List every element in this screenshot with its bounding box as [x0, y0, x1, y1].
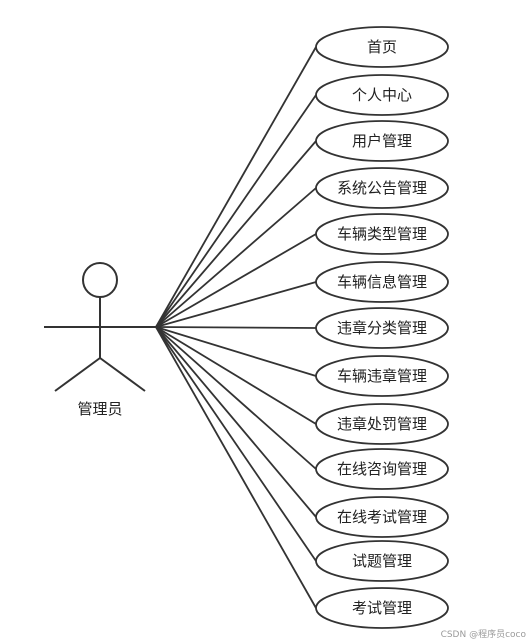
actor-right-leg — [99, 357, 146, 392]
association-line — [155, 140, 317, 328]
use-case-ellipse — [315, 26, 449, 68]
use-case: 车辆违章管理 — [315, 355, 449, 397]
use-case-ellipse — [315, 307, 449, 349]
association-line — [155, 46, 317, 328]
association-line — [155, 233, 317, 328]
use-case-ellipse — [315, 167, 449, 209]
use-case-label: 在线考试管理 — [337, 508, 427, 526]
use-case-ellipse — [315, 120, 449, 162]
use-case-ellipse — [315, 448, 449, 490]
actor-label: 管理员 — [77, 400, 122, 418]
use-case-ellipse — [315, 213, 449, 255]
use-case: 车辆信息管理 — [315, 261, 449, 303]
use-case-ellipse — [315, 74, 449, 116]
use-case-ellipse — [315, 587, 449, 629]
association-line — [155, 187, 317, 328]
watermark: CSDN @程序员coco — [440, 630, 526, 640]
use-case-label: 车辆信息管理 — [337, 273, 427, 291]
association-line — [155, 94, 317, 328]
use-case-label: 车辆类型管理 — [337, 225, 427, 243]
actor-head — [82, 262, 118, 298]
use-case: 在线考试管理 — [315, 496, 449, 538]
use-case: 个人中心 — [315, 74, 449, 116]
association-line — [155, 326, 317, 470]
association-line — [155, 326, 317, 329]
use-case-label: 违章处罚管理 — [337, 415, 427, 433]
use-case: 在线咨询管理 — [315, 448, 449, 490]
association-line — [155, 326, 317, 562]
use-case: 系统公告管理 — [315, 167, 449, 209]
use-case-label: 首页 — [367, 38, 397, 56]
association-lines — [155, 46, 317, 609]
use-case-label: 考试管理 — [352, 599, 412, 617]
use-case: 违章处罚管理 — [315, 403, 449, 445]
association-line — [155, 326, 317, 425]
association-line — [155, 326, 317, 518]
use-case-label: 车辆违章管理 — [337, 367, 427, 385]
use-case-ellipse — [315, 355, 449, 397]
association-line — [155, 281, 317, 328]
use-case: 车辆类型管理 — [315, 213, 449, 255]
use-case-label: 在线咨询管理 — [337, 460, 427, 478]
use-case-ellipse — [315, 496, 449, 538]
use-case: 用户管理 — [315, 120, 449, 162]
use-case-ellipse — [315, 540, 449, 582]
use-case-ellipse — [315, 403, 449, 445]
actor-figure — [44, 262, 156, 392]
association-line — [155, 326, 317, 377]
use-case-ellipse — [315, 261, 449, 303]
use-case-label: 系统公告管理 — [337, 179, 427, 197]
use-case: 首页 — [315, 26, 449, 68]
actor-left-leg — [54, 357, 101, 392]
use-case-label: 个人中心 — [352, 86, 412, 104]
use-case-label: 试题管理 — [352, 552, 412, 570]
use-cases: 首页个人中心用户管理系统公告管理车辆类型管理车辆信息管理违章分类管理车辆违章管理… — [315, 26, 449, 629]
use-case: 考试管理 — [315, 587, 449, 629]
use-case-label: 用户管理 — [352, 132, 412, 150]
use-case: 违章分类管理 — [315, 307, 449, 349]
association-line — [155, 326, 317, 609]
use-case: 试题管理 — [315, 540, 449, 582]
use-case-label: 违章分类管理 — [337, 319, 427, 337]
